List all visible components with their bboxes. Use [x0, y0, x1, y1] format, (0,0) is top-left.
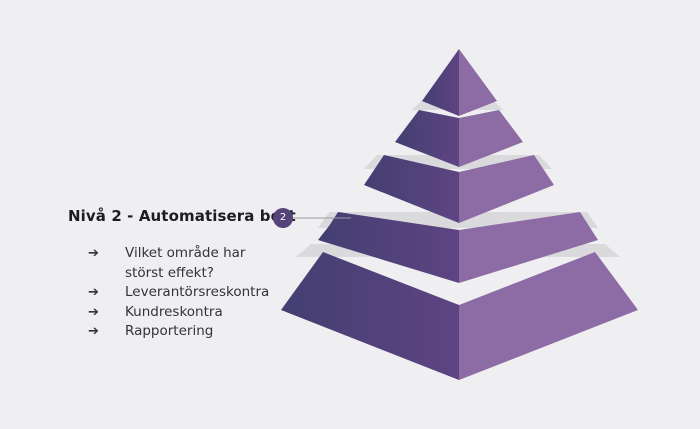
list-item-text: Vilket område har störst effekt?	[125, 245, 246, 281]
list-item: ➔ Leverantörsreskontra	[88, 283, 275, 303]
arrow-right-icon: ➔	[88, 285, 99, 300]
pyramid-layer-2	[395, 110, 523, 167]
pyramid-layer-5	[281, 252, 638, 380]
list-item-text: Leverantörsreskontra	[125, 284, 270, 300]
arrow-right-icon: ➔	[88, 246, 99, 261]
pyramid-layer-4	[318, 212, 598, 283]
pyramid-layer-3	[364, 155, 554, 223]
list-item: ➔ Vilket område har störst effekt?	[88, 244, 275, 283]
level-number-badge: 2	[273, 208, 293, 228]
arrow-right-icon: ➔	[88, 304, 99, 320]
list-item: ➔ Kundreskontra	[88, 303, 275, 323]
pyramid-layer-1	[422, 49, 497, 116]
list-item-text: Rapportering	[125, 323, 214, 339]
bullet-list: ➔ Vilket område har störst effekt? ➔ Lev…	[88, 244, 275, 342]
arrow-right-icon: ➔	[88, 324, 99, 339]
level-title: Nivå 2 - Automatisera bort	[68, 207, 296, 225]
list-item-text: Kundreskontra	[125, 303, 223, 320]
list-item: ➔ Rapportering	[88, 322, 275, 342]
